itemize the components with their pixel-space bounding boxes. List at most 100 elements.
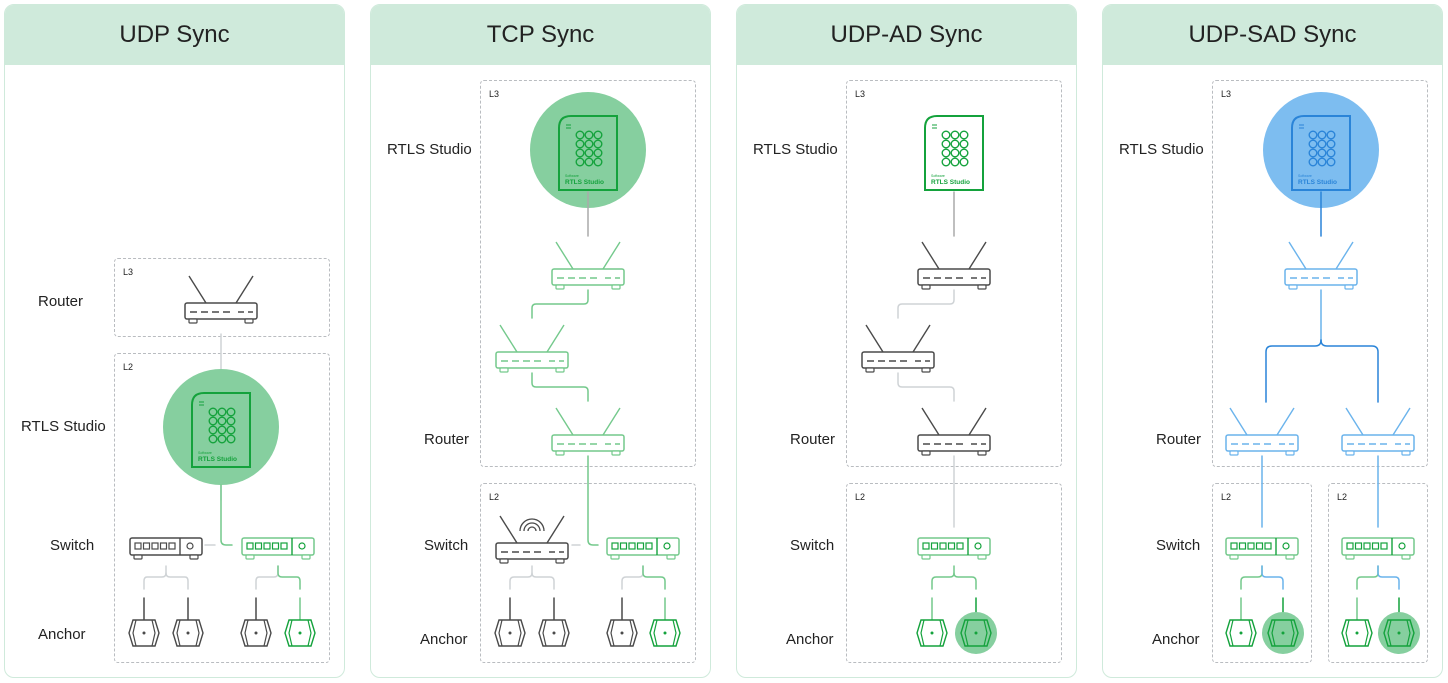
zone-label: L3	[1221, 89, 1232, 99]
connection-line	[1356, 565, 1379, 590]
connection-line	[531, 289, 589, 319]
row-label-studio: RTLS Studio	[21, 418, 106, 435]
router-icon	[861, 324, 935, 373]
connection-line	[531, 372, 589, 402]
connection-line	[931, 565, 955, 590]
anchor-icon	[284, 619, 316, 647]
row-label-switch: Switch	[424, 537, 469, 554]
connection-line	[1240, 565, 1263, 590]
router-icon	[1284, 241, 1358, 290]
zone-label: L2	[1221, 492, 1232, 502]
router-icon	[495, 324, 569, 373]
studio-caption: Software	[565, 174, 579, 178]
row-label-anchor: Anchor	[1152, 631, 1200, 648]
switch-icon	[606, 537, 680, 560]
zone-label: L3	[489, 89, 500, 99]
zone-l3: L3	[1212, 80, 1428, 467]
panel-title: TCP Sync	[371, 5, 710, 65]
connection-line	[953, 572, 977, 590]
anchor-icon	[606, 619, 638, 647]
router-icon	[495, 515, 569, 564]
zone-label: L2	[855, 492, 866, 502]
router-icon	[917, 407, 991, 456]
row-label-anchor: Anchor	[38, 626, 86, 643]
zone-label: L2	[1337, 492, 1348, 502]
zone-l2: L2	[114, 353, 330, 663]
connection-line	[642, 565, 666, 590]
row-label-anchor: Anchor	[420, 631, 468, 648]
connection-line	[143, 565, 167, 590]
connection-line	[621, 565, 644, 590]
panel-tcp-sync: TCP Sync	[370, 4, 711, 678]
studio-name: RTLS Studio	[565, 179, 604, 186]
zone-label: L2	[489, 492, 500, 502]
studio-caption: Software	[198, 451, 212, 455]
anchor-icon	[240, 619, 272, 647]
router-icon	[551, 407, 625, 456]
anchor-icon	[1378, 612, 1420, 654]
connection-line	[255, 565, 279, 590]
connection-line	[897, 372, 955, 402]
studio-name: RTLS Studio	[1298, 179, 1337, 186]
row-label-router: Router	[38, 293, 84, 310]
panel-udp-sync: UDP Sync	[4, 4, 345, 678]
panel-title: UDP Sync	[5, 5, 344, 65]
router-icon	[1341, 407, 1415, 456]
panel-udp-sad-sync: UDP-SAD Sync	[1102, 4, 1443, 678]
connection-line	[531, 572, 555, 590]
anchor-icon	[649, 619, 681, 647]
anchor-icon	[172, 619, 204, 647]
row-label-router: Router	[424, 431, 470, 448]
zone-label: L3	[123, 267, 134, 277]
connection-line	[220, 484, 233, 546]
studio-caption: Software	[931, 174, 945, 178]
connection-line	[277, 565, 301, 590]
anchor-icon	[916, 619, 948, 647]
row-label-studio: RTLS Studio	[387, 141, 472, 158]
connection-line	[1261, 565, 1284, 590]
switch-icon	[241, 537, 315, 560]
router-icon	[551, 241, 625, 290]
panel-title: UDP-SAD Sync	[1103, 5, 1442, 65]
anchor-icon	[538, 619, 570, 647]
studio-name: RTLS Studio	[198, 456, 237, 463]
connection-line	[1320, 339, 1379, 403]
switch-icon	[1225, 537, 1299, 560]
studio-caption: Software	[1298, 174, 1312, 178]
router-icon	[1225, 407, 1299, 456]
router-icon	[917, 241, 991, 290]
row-label-router: Router	[790, 431, 836, 448]
row-label-switch: Switch	[790, 537, 835, 554]
anchor-icon	[1262, 612, 1304, 654]
router-icon	[184, 275, 258, 324]
row-label-studio: RTLS Studio	[753, 141, 838, 158]
connection-line	[1265, 339, 1322, 403]
switch-icon	[917, 537, 991, 560]
anchor-icon	[955, 612, 997, 654]
zone-label: L2	[123, 362, 134, 372]
switch-icon	[129, 537, 203, 560]
switch-icon	[1341, 537, 1415, 560]
row-label-switch: Switch	[1156, 537, 1201, 554]
row-label-switch: Switch	[50, 537, 95, 554]
anchor-icon	[1225, 619, 1257, 647]
connection-line	[587, 455, 599, 546]
studio-name: RTLS Studio	[931, 179, 970, 186]
row-label-router: Router	[1156, 431, 1202, 448]
panel-title: UDP-AD Sync	[737, 5, 1076, 65]
anchor-icon	[494, 619, 526, 647]
row-label-anchor: Anchor	[786, 631, 834, 648]
row-label-studio: RTLS Studio	[1119, 141, 1204, 158]
connection-line	[165, 572, 189, 590]
connection-line	[1377, 565, 1400, 590]
anchor-icon	[1341, 619, 1373, 647]
anchor-icon	[128, 619, 160, 647]
zone-l3: L3	[114, 258, 330, 337]
connection-line	[897, 289, 955, 319]
panel-udp-ad-sync: UDP-AD Sync	[736, 4, 1077, 678]
